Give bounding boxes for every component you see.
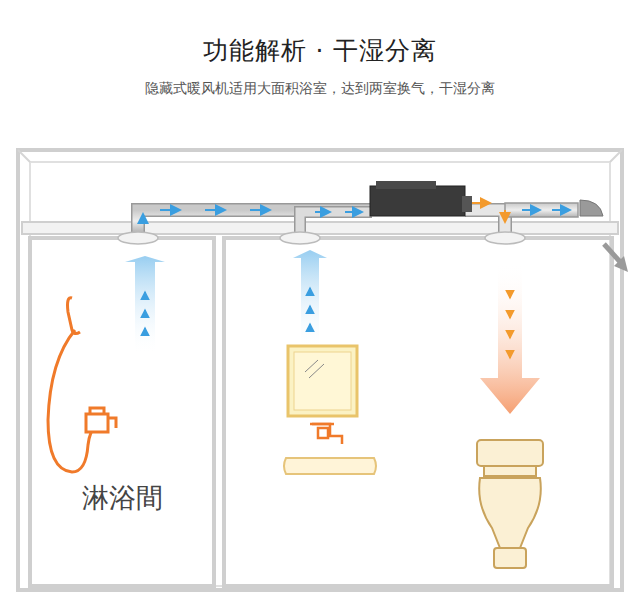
- room-name: 淋浴間: [82, 480, 163, 516]
- caption: 隐藏式暖风机适用大面积浴室，达到两室换气，干湿分离: [0, 80, 640, 98]
- room-label: 淋浴間: [82, 480, 163, 516]
- title: 功能解析 · 干湿分离: [0, 34, 640, 67]
